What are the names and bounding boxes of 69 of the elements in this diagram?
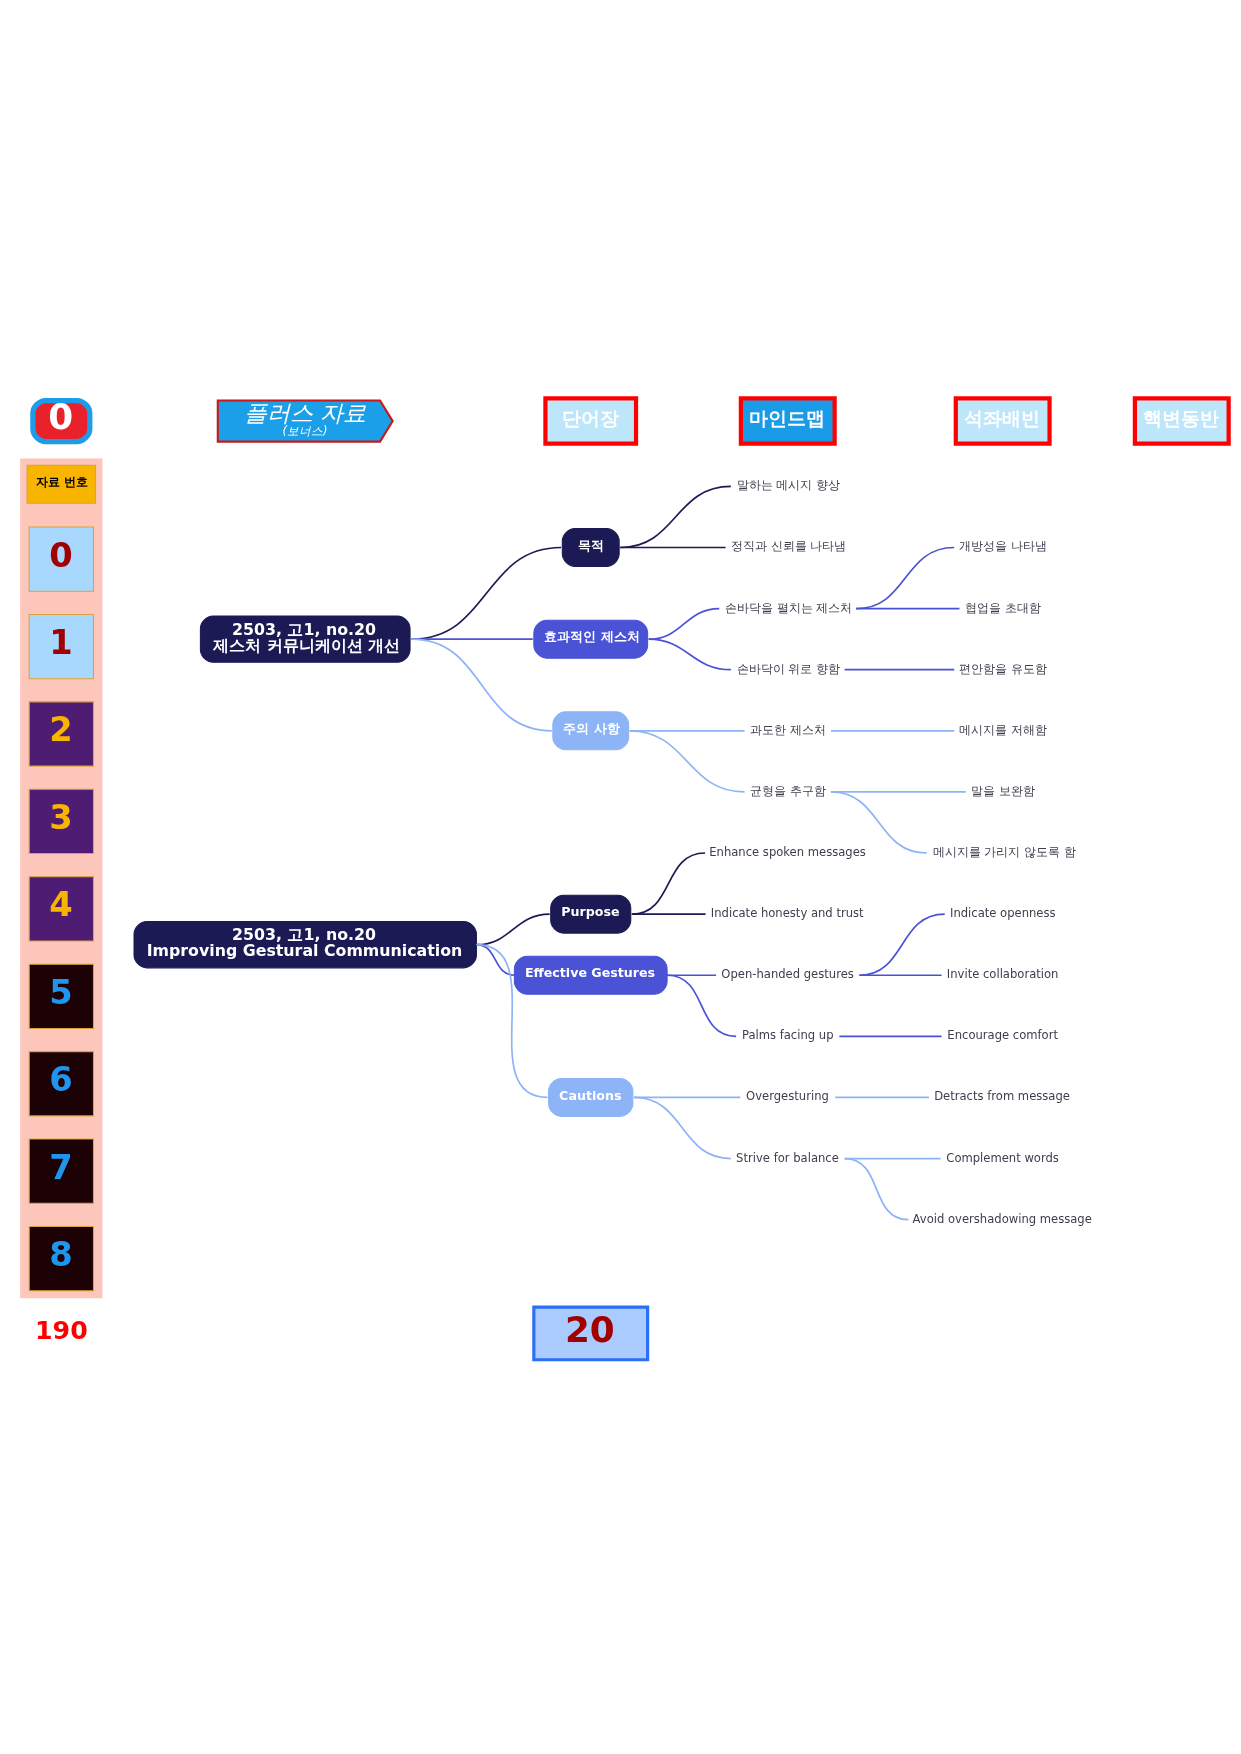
node-box: 마인드맵 [738, 396, 837, 446]
node-text: Indicate honesty and trust [710, 906, 864, 921]
node-text: 개방성을 나타냄 [959, 539, 1048, 554]
node-box: 1 [28, 613, 94, 680]
connector [619, 485, 732, 549]
connector [834, 1096, 930, 1099]
connector [666, 974, 737, 1038]
connector [855, 607, 961, 610]
node-box: 2503, 고1, no.20 Improving Gestural Communication [133, 921, 477, 969]
node-text: 편안함을 유도함 [959, 661, 1048, 676]
connector [647, 638, 732, 671]
node-box: 2503, 고1, no.20 제스처 커뮤니케이션 개선 [199, 615, 411, 663]
connector [410, 638, 553, 732]
node-box: Effective Gestures [513, 955, 668, 995]
node-text: 말하는 메시지 향상 [736, 478, 841, 493]
cluster [20, 458, 103, 1299]
connector [858, 974, 943, 977]
connector [633, 1096, 732, 1160]
node-text: Open-handed gestures [721, 967, 854, 982]
connector [830, 729, 956, 732]
node-box: 6 [28, 1051, 94, 1117]
node-text: 메시지를 저해함 [959, 722, 1048, 737]
node-text: Encourage comfort [947, 1028, 1058, 1043]
node-text: Complement words [946, 1150, 1059, 1165]
node-box: 석좌배빈 [953, 396, 1052, 446]
node-text: Avoid overshadowing message [912, 1211, 1092, 1226]
node-text: 균형을 추구함 [750, 783, 827, 798]
node-box: 단어장 [543, 396, 639, 446]
connector [858, 913, 946, 977]
node-box: 핵변동반 [1132, 396, 1231, 446]
node-box: 5 [28, 963, 94, 1029]
node-box: 목적 [561, 528, 620, 567]
node-text: 메시지를 가리지 않도록 함 [932, 844, 1076, 859]
node-text: 협업을 초대함 [965, 600, 1041, 615]
connector [619, 546, 727, 549]
node-text: Indicate openness [950, 906, 1056, 921]
node-text: 과도한 제스처 [750, 722, 827, 737]
node-text: 말을 보완함 [971, 783, 1035, 798]
node-box: 주의 사항 [552, 711, 630, 751]
node-box: 2 [28, 701, 94, 767]
connector [631, 852, 706, 915]
node-box: 7 [28, 1138, 94, 1204]
node-text: 손바닥을 펼치는 제스처 [725, 600, 853, 615]
node-text: Strive for balance [736, 1150, 839, 1165]
connector [830, 791, 928, 854]
connector [666, 974, 717, 977]
node-box: 효과적인 제스처 [533, 619, 649, 659]
node-text: Detracts from message [934, 1089, 1070, 1104]
node-box: 8 [28, 1226, 94, 1292]
node-text: Overgesturing [746, 1089, 829, 1104]
node-box: 0 [28, 526, 94, 592]
connector [628, 729, 746, 793]
node-box: Cautions [548, 1077, 634, 1117]
connector [843, 1157, 910, 1221]
node-box: 4 [28, 876, 94, 942]
node-box: Purpose [550, 894, 632, 934]
node-text: 손바닥이 위로 향함 [736, 661, 841, 676]
node-box: 0 [30, 397, 93, 445]
node-box: 자료 번호 [26, 464, 97, 504]
label: 190 [34, 1315, 88, 1345]
node-text: Palms facing up [741, 1028, 834, 1043]
node-box: 3 [28, 788, 94, 855]
connector [838, 1035, 943, 1038]
node-text: Invite collaboration [946, 967, 1059, 982]
node-box: 20 [532, 1305, 650, 1362]
node-text: 정직과 신뢰를 나타냄 [730, 539, 847, 554]
connector [631, 913, 707, 915]
node-text: Enhance spoken messages [709, 844, 866, 859]
connector [843, 668, 956, 671]
